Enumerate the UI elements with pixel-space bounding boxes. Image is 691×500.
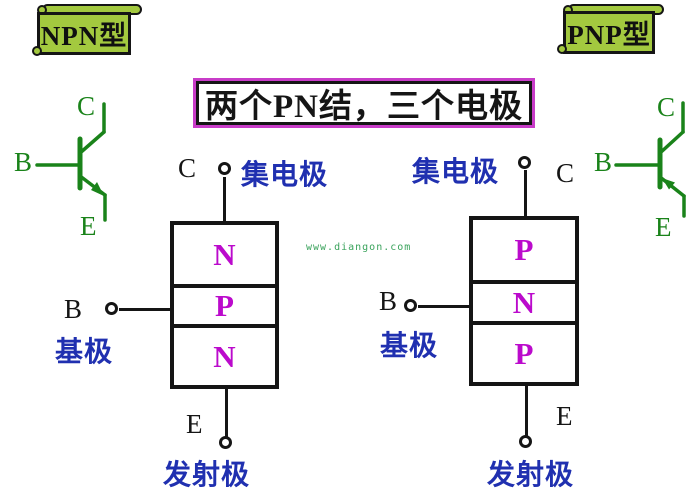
- pnp-layer-box: P N P: [469, 216, 579, 386]
- npn-base-pin: B: [64, 294, 83, 324]
- pnp-emitter-wire: [525, 386, 528, 436]
- pnp-layer-middle: N: [473, 284, 575, 321]
- pnp-symbol-e-label: E: [655, 212, 672, 242]
- pnp-junction-bottom: [473, 321, 575, 326]
- pnp-emitter-terminal: [519, 435, 532, 448]
- pnp-symbol-b-label: B: [594, 147, 613, 177]
- pnp-symbol-c-label: C: [657, 92, 676, 122]
- npn-layer-top-label: N: [213, 236, 236, 272]
- pnp-emitter-arrow: [662, 178, 675, 190]
- npn-emitter-terminal: [219, 436, 232, 449]
- npn-base-terminal: [105, 302, 118, 315]
- npn-symbol-c-label: C: [77, 91, 96, 121]
- pnp-junction-top: [473, 279, 575, 284]
- pnp-base-pin: B: [379, 286, 398, 316]
- pnp-layer-bottom: P: [473, 325, 575, 382]
- pnp-layer-top: P: [473, 220, 575, 280]
- pnp-symbol-drawing: [614, 101, 686, 218]
- npn-collector-label: 集电极: [241, 159, 329, 190]
- npn-symbol-drawing: [35, 102, 107, 222]
- watermark-text: www.diangon.com: [306, 242, 412, 253]
- pnp-banner-body: PNP型: [563, 11, 655, 54]
- npn-banner-body: NPN型: [37, 12, 131, 55]
- npn-base-label: 基极: [55, 336, 114, 367]
- npn-emitter-wire: [225, 389, 228, 437]
- npn-emitter-pin: E: [186, 409, 203, 439]
- npn-symbol-b-label: B: [14, 147, 33, 177]
- npn-banner-curl-bottom: [32, 46, 42, 56]
- npn-collector-pin: C: [178, 153, 197, 183]
- npn-layer-box: N P N: [170, 221, 279, 389]
- pnp-layer-middle-label: N: [512, 284, 536, 320]
- npn-junction-top: [174, 283, 275, 288]
- npn-layer-middle: P: [174, 288, 275, 324]
- pnp-banner: PNP型: [552, 2, 664, 56]
- npn-layer-middle-label: P: [215, 288, 234, 324]
- npn-layer-top: N: [174, 225, 275, 284]
- pnp-banner-label: PNP型: [567, 20, 651, 50]
- pnp-layer-top-label: P: [514, 232, 534, 268]
- pnp-collector-wire: [524, 170, 527, 216]
- title-box: 两个PN结，三个电极: [193, 78, 535, 128]
- pnp-collector-label: 集电极: [412, 156, 500, 187]
- npn-emitter-label: 发射极: [163, 459, 251, 490]
- npn-collector-terminal: [218, 162, 231, 175]
- npn-emitter-arrow: [91, 182, 104, 196]
- pnp-base-terminal: [404, 299, 417, 312]
- pnp-base-label: 基极: [380, 330, 439, 361]
- npn-collector-wire: [223, 177, 226, 221]
- pnp-emitter-label: 发射极: [487, 459, 575, 490]
- pnp-emitter-pin: E: [556, 401, 573, 431]
- pnp-banner-curl-bottom: [557, 44, 567, 54]
- pnp-base-wire: [418, 305, 469, 308]
- npn-banner-label: NPN型: [40, 21, 128, 51]
- npn-layer-bottom-label: N: [213, 339, 236, 375]
- page-title: 两个PN结，三个电极: [196, 81, 532, 125]
- pnp-collector-terminal: [518, 156, 531, 169]
- pnp-collector-pin: C: [556, 158, 575, 188]
- npn-junction-bottom: [174, 324, 275, 329]
- npn-base-wire: [119, 308, 170, 311]
- pnp-layer-bottom-label: P: [514, 336, 534, 372]
- npn-banner: NPN型: [32, 2, 144, 57]
- npn-symbol-e-label: E: [80, 211, 97, 241]
- npn-layer-bottom: N: [174, 328, 275, 385]
